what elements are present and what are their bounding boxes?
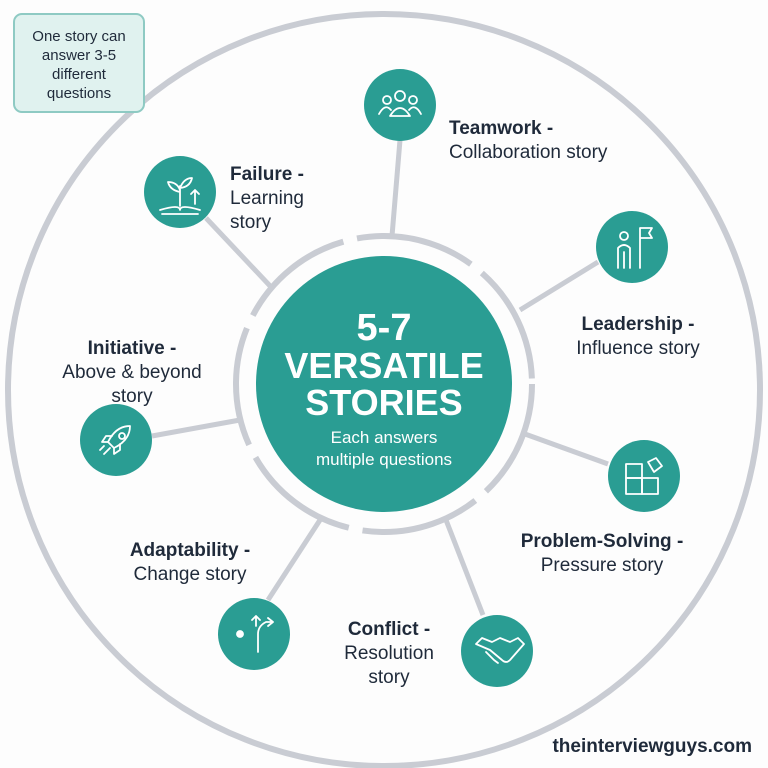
center-sub-1: Each answers	[331, 428, 438, 447]
branching-arrows-icon	[236, 615, 274, 653]
node-teamwork	[364, 69, 436, 141]
spoke-teamwork	[389, 139, 403, 237]
conflict-title: Conflict -	[348, 619, 430, 640]
note-line: questions	[47, 85, 111, 102]
spoke-problem	[524, 431, 609, 467]
node-adaptability	[218, 598, 290, 670]
failure-desc: Learning	[230, 188, 304, 209]
handshake-icon	[475, 637, 525, 664]
outer-ring	[5, 11, 763, 768]
people-group-icon	[378, 90, 422, 117]
center-title-1: VERSATILE	[284, 345, 483, 386]
sprout-book-icon	[159, 177, 201, 215]
node-problem	[608, 440, 680, 512]
teamwork-title: Teamwork -	[449, 118, 553, 139]
spokes	[151, 139, 609, 616]
initiative-title: Initiative -	[88, 338, 177, 359]
node-failure	[144, 156, 216, 228]
note-line: One story can	[32, 28, 125, 45]
rocket-icon	[99, 425, 131, 455]
spoke-failure	[204, 216, 274, 290]
failure-title: Failure -	[230, 164, 304, 185]
conflict-desc: story	[368, 667, 410, 688]
watermark: theinterviewguys.com	[552, 736, 752, 757]
spoke-initiative	[151, 417, 241, 439]
center-count: 5-7	[357, 307, 412, 349]
problem-desc: Pressure story	[541, 555, 664, 576]
leadership-title: Leadership -	[582, 314, 695, 335]
spoke-conflict	[443, 519, 486, 616]
adaptability-desc: Change story	[133, 564, 247, 585]
node-conflict	[461, 615, 533, 687]
inner-ring	[233, 233, 535, 535]
spoke-adaptability	[265, 518, 323, 602]
failure-desc: story	[230, 212, 272, 233]
center-title-2: STORIES	[305, 382, 462, 423]
puzzle-icon	[625, 457, 663, 495]
note-box	[13, 13, 145, 113]
spoke-leadership	[518, 259, 600, 313]
adaptability-title: Adaptability -	[130, 540, 250, 561]
initiative-desc: story	[111, 386, 153, 407]
leadership-desc: Influence story	[576, 338, 700, 359]
initiative-desc: Above & beyond	[62, 362, 201, 383]
node-leadership	[596, 211, 668, 283]
person-flag-icon	[617, 227, 653, 269]
conflict-desc: Resolution	[344, 643, 434, 664]
center-circle	[256, 256, 512, 512]
problem-title: Problem-Solving -	[521, 531, 684, 552]
note-line: answer 3-5	[42, 47, 116, 64]
note-line: different	[52, 66, 107, 83]
node-initiative	[80, 404, 152, 476]
teamwork-desc: Collaboration story	[449, 142, 608, 163]
center-sub-2: multiple questions	[316, 450, 452, 469]
